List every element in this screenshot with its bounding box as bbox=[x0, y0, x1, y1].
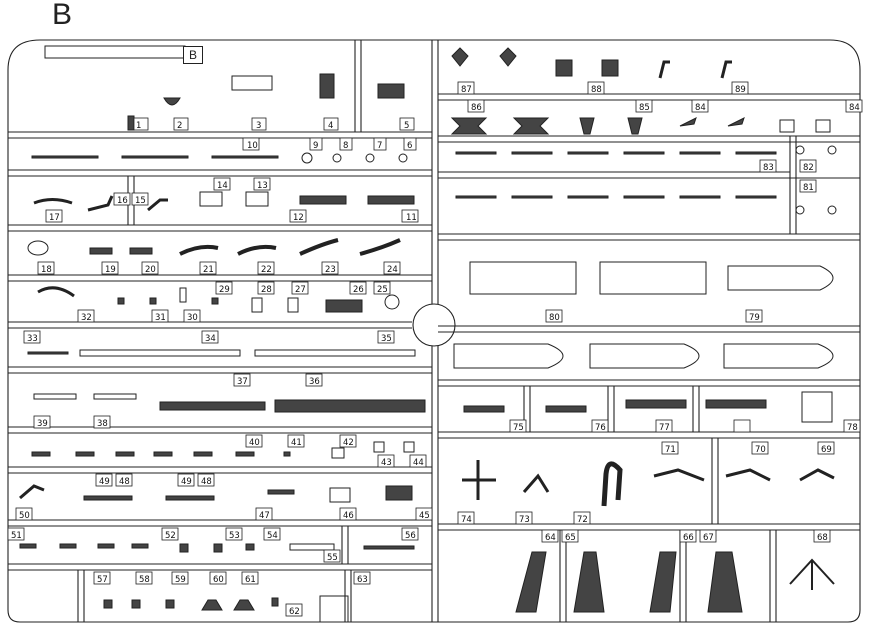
sprue-letter: B bbox=[52, 0, 73, 31]
part-label-7: 7 bbox=[377, 141, 382, 151]
part-label-31: 31 bbox=[155, 313, 166, 323]
part-label-63: 63 bbox=[357, 575, 368, 585]
part-label-46: 46 bbox=[343, 511, 354, 521]
part-label-59: 59 bbox=[175, 575, 186, 585]
part-label-45: 45 bbox=[419, 511, 430, 521]
part-label-39: 39 bbox=[37, 419, 48, 429]
part-label-49b: 49 bbox=[181, 477, 192, 487]
part-label-89: 89 bbox=[735, 85, 746, 95]
part-label-12: 12 bbox=[293, 213, 304, 223]
part-label-15: 15 bbox=[135, 196, 146, 206]
part-label-71: 71 bbox=[665, 445, 676, 455]
part-label-5: 5 bbox=[404, 121, 409, 131]
part-label-48b: 48 bbox=[201, 477, 212, 487]
part-label-66: 66 bbox=[683, 533, 694, 543]
part-label-61: 61 bbox=[245, 575, 256, 585]
part-label-23: 23 bbox=[325, 265, 336, 275]
sprue-inline-letter: B bbox=[183, 46, 203, 64]
part-label-60: 60 bbox=[213, 575, 224, 585]
part-label-6: 6 bbox=[407, 141, 412, 151]
part-label-3: 3 bbox=[256, 121, 261, 131]
part-label-42: 42 bbox=[343, 438, 354, 448]
part-label-4: 4 bbox=[328, 121, 333, 131]
part-label-57: 57 bbox=[97, 575, 108, 585]
part-label-72: 72 bbox=[577, 515, 588, 525]
part-label-33: 33 bbox=[27, 334, 38, 344]
part-label-14: 14 bbox=[217, 181, 228, 191]
part-label-81: 81 bbox=[803, 183, 814, 193]
part-label-50: 50 bbox=[19, 511, 30, 521]
part-label-82: 82 bbox=[803, 163, 814, 173]
part-label-19: 19 bbox=[105, 265, 116, 275]
part-label-83: 83 bbox=[763, 163, 774, 173]
part-label-67: 67 bbox=[703, 533, 714, 543]
part-label-44: 44 bbox=[413, 458, 424, 468]
part-label-70: 70 bbox=[755, 445, 766, 455]
part-label-51: 51 bbox=[11, 531, 22, 541]
part-label-47: 47 bbox=[259, 511, 270, 521]
part-label-87: 87 bbox=[461, 85, 472, 95]
part-label-85: 85 bbox=[639, 103, 650, 113]
part-label-34: 34 bbox=[205, 334, 216, 344]
part-label-62: 62 bbox=[289, 607, 300, 617]
part-label-52: 52 bbox=[165, 531, 176, 541]
part-label-28: 28 bbox=[261, 285, 272, 295]
part-label-49: 49 bbox=[99, 477, 110, 487]
part-label-37: 37 bbox=[237, 377, 248, 387]
part-label-48: 48 bbox=[119, 477, 130, 487]
part-label-1: 1 bbox=[136, 121, 141, 131]
part-label-40: 40 bbox=[249, 438, 260, 448]
part-label-24: 24 bbox=[387, 265, 398, 275]
part-label-79: 79 bbox=[749, 313, 760, 323]
part-label-26: 26 bbox=[353, 285, 364, 295]
part-label-17: 17 bbox=[49, 213, 60, 223]
part-label-86: 86 bbox=[471, 103, 482, 113]
part-label-53: 53 bbox=[229, 531, 240, 541]
part-label-54: 54 bbox=[267, 531, 278, 541]
part-label-36: 36 bbox=[309, 377, 320, 387]
part-label-64: 64 bbox=[545, 533, 556, 543]
part-label-75: 75 bbox=[513, 423, 524, 433]
part-label-21: 21 bbox=[203, 265, 214, 275]
part-label-73: 73 bbox=[519, 515, 530, 525]
part-label-38: 38 bbox=[97, 419, 108, 429]
part-label-27: 27 bbox=[295, 285, 306, 295]
part-label-56: 56 bbox=[405, 531, 416, 541]
part-label-29: 29 bbox=[219, 285, 230, 295]
part-label-76: 76 bbox=[595, 423, 606, 433]
part-label-9: 9 bbox=[313, 141, 318, 151]
part-label-68: 68 bbox=[817, 533, 828, 543]
part-label-41: 41 bbox=[291, 438, 302, 448]
part-label-55: 55 bbox=[327, 553, 338, 563]
part-label-22: 22 bbox=[261, 265, 272, 275]
part-label-80: 80 bbox=[549, 313, 560, 323]
part-label-84: 84 bbox=[849, 103, 860, 113]
part-label-78: 78 bbox=[847, 423, 858, 433]
part-label-11: 11 bbox=[406, 213, 417, 223]
part-label-65: 65 bbox=[565, 533, 576, 543]
part-label-69: 69 bbox=[821, 445, 832, 455]
part-label-13: 13 bbox=[257, 181, 268, 191]
part-label-32: 32 bbox=[81, 313, 92, 323]
part-label-18: 18 bbox=[41, 265, 52, 275]
part-label-10: 10 bbox=[247, 141, 258, 151]
part-label-2: 2 bbox=[177, 121, 182, 131]
part-label-30: 30 bbox=[187, 313, 198, 323]
part-label-84b: 84 bbox=[695, 103, 706, 113]
part-label-74: 74 bbox=[461, 515, 472, 525]
part-label-58: 58 bbox=[139, 575, 150, 585]
part-label-88: 88 bbox=[591, 85, 602, 95]
part-label-20: 20 bbox=[145, 265, 156, 275]
part-label-43: 43 bbox=[381, 458, 392, 468]
part-label-16: 16 bbox=[117, 196, 128, 206]
part-label-8: 8 bbox=[343, 141, 348, 151]
part-label-35: 35 bbox=[381, 334, 392, 344]
part-label-25: 25 bbox=[377, 285, 388, 295]
part-label-77: 77 bbox=[659, 423, 670, 433]
